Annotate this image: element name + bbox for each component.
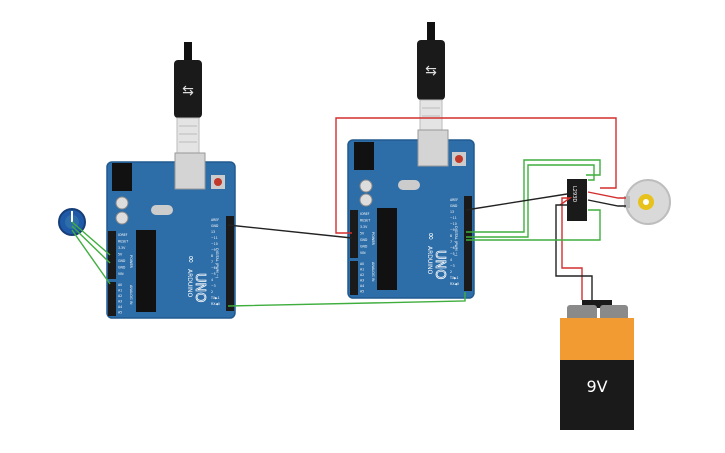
wire-pot-2[interactable] <box>71 225 111 264</box>
pin-label: ~11 <box>211 236 218 240</box>
pin-label: 3.3V <box>360 225 368 229</box>
board-left-power-label: POWER <box>129 255 133 269</box>
pin-label: RX◀0 <box>211 302 220 306</box>
board-left-digital-label: DIGITAL (PWM ~) <box>215 248 219 279</box>
pin-label: ~11 <box>450 216 457 220</box>
pin-label: ~9 <box>211 248 216 252</box>
wire-pot-1[interactable] <box>71 221 111 256</box>
pin-label: ~3 <box>211 284 216 288</box>
pin-label: 7 <box>450 240 452 244</box>
wire-red-motor[interactable] <box>587 191 626 199</box>
pin-label: VIN <box>360 251 366 255</box>
pin-label: 13 <box>450 210 454 214</box>
pin-label: A5 <box>360 290 364 294</box>
usb-cable-left[interactable]: ⇆ <box>174 42 202 155</box>
wire-black-board-link[interactable] <box>227 224 353 239</box>
pin-label: RX◀0 <box>450 282 459 286</box>
pin-label: ~5 <box>450 252 455 256</box>
arduino-logo-right: ∞ <box>425 232 436 240</box>
pin-label: 4 <box>450 258 452 262</box>
board-left-model: UNO <box>192 273 207 302</box>
wire-green-signal-1[interactable] <box>466 159 601 233</box>
wire-black-motor[interactable] <box>587 199 626 207</box>
board-right-analog-label: ANALOG IN <box>371 262 375 282</box>
pin-label: ~6 <box>211 266 216 270</box>
board-left-brand: ARDUINO <box>186 269 193 298</box>
svg-text:⇆: ⇆ <box>182 83 194 99</box>
pin-label: A1 <box>118 289 122 293</box>
wire-green-signal-2[interactable] <box>466 164 595 238</box>
motor-driver-chip[interactable]: L293D <box>567 179 587 221</box>
wire-green-signal-3[interactable] <box>466 209 601 241</box>
pin-label: A3 <box>360 279 364 283</box>
wire-black-chip[interactable] <box>465 193 568 211</box>
usb-cable-right[interactable]: ⇆ <box>417 22 445 131</box>
pin-label: ~10 <box>450 222 457 226</box>
battery-9v[interactable]: 9V <box>560 300 634 430</box>
pin-label: 7 <box>211 260 213 264</box>
pin-label: 4 <box>211 278 213 282</box>
pin-label: ~5 <box>211 272 216 276</box>
pin-label: AREF <box>211 218 219 222</box>
wire-red-power[interactable] <box>335 117 617 234</box>
battery-label: 9V <box>586 377 607 396</box>
pin-label: TX▶1 <box>449 276 459 280</box>
pin-label: ~9 <box>450 228 455 232</box>
pin-label: 2 <box>211 290 213 294</box>
pin-label: A0 <box>360 262 364 266</box>
wire-black-battery[interactable] <box>555 204 593 300</box>
pin-label: IOREF <box>360 212 370 216</box>
pin-label: 8 <box>450 234 452 238</box>
arduino-board-right[interactable]: ∞ ARDUINO UNO DIGITAL (PWM ~) POWER ANAL… <box>347 129 475 299</box>
pin-label: A5 <box>118 311 122 315</box>
arduino-logo-left: ∞ <box>185 255 196 263</box>
pin-label: ~3 <box>450 264 455 268</box>
pin-label: TX▶1 <box>210 296 220 300</box>
pin-label: GND <box>118 259 126 263</box>
pin-label: IOREF <box>118 233 128 237</box>
pin-label: RESET <box>360 219 370 223</box>
pin-label: ~6 <box>450 246 455 250</box>
wire-red-battery[interactable] <box>559 197 583 300</box>
pin-label: A3 <box>118 300 122 304</box>
pin-label: A2 <box>118 294 122 298</box>
pin-label: GND <box>360 238 368 242</box>
pin-label: AREF <box>450 198 458 202</box>
wire-pot-3[interactable] <box>71 229 111 285</box>
pin-label: GND <box>360 245 368 249</box>
board-left-analog-label: ANALOG IN <box>129 285 133 305</box>
pin-label: 13 <box>211 230 215 234</box>
dc-motor[interactable] <box>624 179 671 225</box>
pin-label: 5V <box>360 232 365 236</box>
pin-label: VIN <box>118 272 124 276</box>
pin-label: GND <box>118 266 126 270</box>
pin-label: GND <box>450 204 458 208</box>
board-right-digital-label: DIGITAL (PWM ~) <box>454 226 458 257</box>
board-right-model: UNO <box>432 250 447 279</box>
pin-label: RESET <box>118 240 128 244</box>
pin-label: 2 <box>450 270 452 274</box>
arduino-board-left[interactable]: ∞ ARDUINO UNO DIGITAL (PWM ~) POWER ANAL… <box>106 152 236 319</box>
pin-label: A4 <box>118 305 122 309</box>
svg-text:⇆: ⇆ <box>425 63 437 79</box>
pin-label: GND <box>211 224 219 228</box>
pin-label: 8 <box>211 254 213 258</box>
pin-label: A0 <box>118 283 122 287</box>
pin-label: A4 <box>360 284 364 288</box>
board-right-brand: ARDUINO <box>426 246 433 275</box>
board-right-power-label: POWER <box>371 232 375 246</box>
pin-label: 5V <box>118 253 123 257</box>
pin-label: A1 <box>360 268 364 272</box>
pin-label: 3.3V <box>118 246 126 250</box>
pin-label: ~10 <box>211 242 218 246</box>
pin-label: A2 <box>360 273 364 277</box>
driver-chip-label: L293D <box>571 186 577 202</box>
wire-green-board-link[interactable] <box>227 292 466 307</box>
